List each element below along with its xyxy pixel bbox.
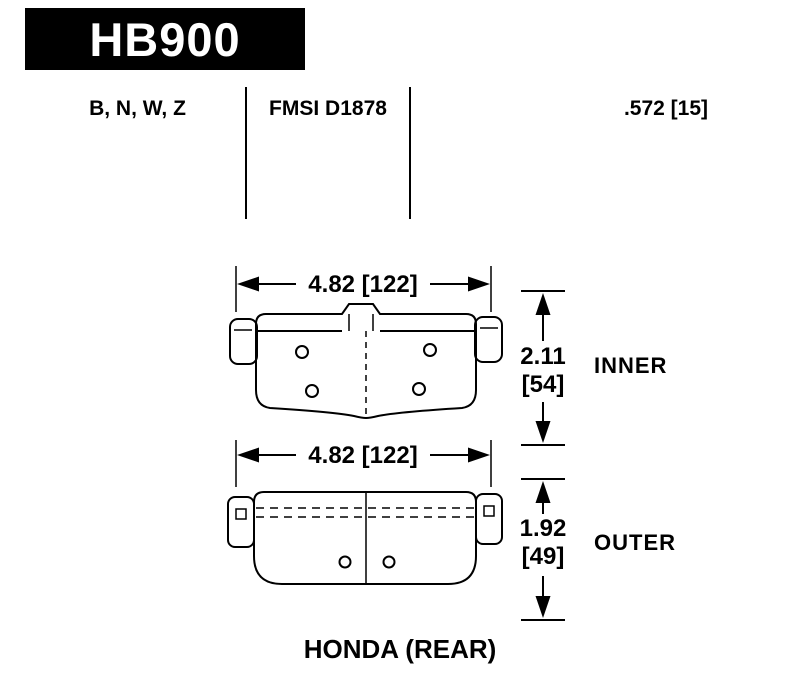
outer-pad-drawing bbox=[227, 491, 503, 585]
outer-height-dimension: 1.92 [49] bbox=[520, 478, 567, 621]
spec-divider-line bbox=[409, 87, 411, 219]
inner-pad-hole bbox=[295, 345, 309, 359]
inner-width-dimension: 4.82 [122] bbox=[235, 266, 492, 312]
arrowhead-up bbox=[535, 293, 551, 315]
part-number: HB900 bbox=[89, 12, 241, 66]
pad-thickness: .572 [15] bbox=[623, 97, 709, 120]
arrowhead-up bbox=[535, 481, 551, 503]
inner-height-dimension: 2.11 [54] bbox=[520, 290, 566, 446]
inner-height-mm: [54] bbox=[522, 371, 565, 398]
outer-pad-right-ear bbox=[475, 493, 503, 545]
arrowhead-right bbox=[468, 447, 490, 463]
outer-pad-label: OUTER bbox=[594, 530, 676, 555]
outer-height-mm: [49] bbox=[522, 543, 565, 570]
inner-pad-hole bbox=[412, 382, 426, 396]
fmsi-number: FMSI D1878 bbox=[269, 97, 387, 120]
outer-pad-hole bbox=[338, 555, 352, 569]
outer-pad-hole bbox=[382, 555, 396, 569]
inner-width-value: 4.82 [122] bbox=[308, 271, 417, 298]
vehicle-application: HONDA (REAR) bbox=[303, 634, 497, 664]
outer-pad-outline bbox=[253, 491, 477, 585]
arrowhead-right bbox=[468, 276, 490, 292]
outer-pad-right-ear-hole bbox=[483, 505, 495, 517]
outer-pad-left-ear-hole bbox=[235, 508, 247, 520]
spec-divider-line bbox=[245, 87, 247, 219]
inner-height-inches: 2.11 bbox=[520, 343, 565, 370]
inner-pad-outline bbox=[255, 303, 477, 420]
inner-pad-right-ear bbox=[474, 316, 503, 363]
part-number-box: HB900 bbox=[25, 8, 305, 70]
inner-pad-hole bbox=[423, 343, 437, 357]
outer-pad-left-ear bbox=[227, 496, 255, 548]
outer-height-inches: 1.92 bbox=[520, 515, 567, 542]
inner-pad-hole bbox=[305, 384, 319, 398]
inner-pad-left-ear bbox=[229, 318, 258, 365]
arrowhead-left bbox=[237, 447, 259, 463]
outer-width-dimension: 4.82 [122] bbox=[235, 440, 492, 487]
inner-pad-label: INNER bbox=[594, 353, 667, 378]
arrowhead-down bbox=[535, 421, 551, 443]
arrowhead-down bbox=[535, 596, 551, 618]
compound-codes: B, N, W, Z bbox=[89, 97, 186, 120]
arrowhead-left bbox=[237, 276, 259, 292]
inner-pad-drawing bbox=[229, 303, 503, 420]
outer-width-value: 4.82 [122] bbox=[308, 442, 417, 469]
